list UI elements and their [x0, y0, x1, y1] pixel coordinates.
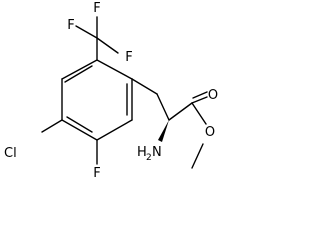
atom-label-amine-n: N: [152, 145, 162, 160]
bond-ring-cl: [41, 119, 63, 133]
bond-alpha-carbonyl: [168, 102, 193, 121]
benzene-ring: [61, 59, 133, 141]
bond-ch2-alpha: [156, 93, 170, 121]
bond-o-methyl: [191, 143, 204, 169]
bond-carbonyl-o-double: [192, 91, 208, 99]
atom-label-amine-h: H: [137, 145, 147, 160]
ring-bond-4: [96, 119, 133, 141]
atom-label-f-ring: F: [93, 166, 100, 181]
ring-bond-3-inner: [66, 116, 93, 133]
bond-cf3-f-right: [96, 37, 119, 54]
atom-label-o-single: O: [205, 125, 215, 140]
trifluoromethyl-group: F F F: [67, 1, 132, 65]
atom-label-f-left: F: [67, 18, 74, 33]
bond-carbonyl-o-single: [191, 102, 207, 125]
wedge-bond-alpha-n: [158, 120, 169, 142]
ring-bond-3: [61, 119, 98, 141]
ring-bond-1-inner: [64, 65, 93, 83]
bond-cf3-f-left: [75, 25, 98, 39]
chloro-substituent: Cl: [4, 119, 63, 161]
bond-ring-ch2: [131, 78, 158, 95]
atom-label-cl: Cl: [4, 146, 17, 161]
atom-label-f-top: F: [93, 1, 100, 16]
methyl-ester-group: O O: [168, 88, 218, 169]
atom-label-o-double: O: [208, 88, 218, 103]
atom-label-amine-subscript: 2: [146, 153, 152, 163]
molecule-structure-diagram: F F F Cl F H 2 N O O: [4, 1, 218, 181]
bond-carbonyl-o: [191, 96, 208, 104]
alanine-side-chain: H 2 N: [131, 78, 170, 163]
ring-bond-1: [61, 59, 98, 80]
atom-label-f-right: F: [125, 50, 132, 65]
fluoro-substituent: F: [93, 139, 101, 181]
ring-bond-6: [96, 59, 133, 80]
